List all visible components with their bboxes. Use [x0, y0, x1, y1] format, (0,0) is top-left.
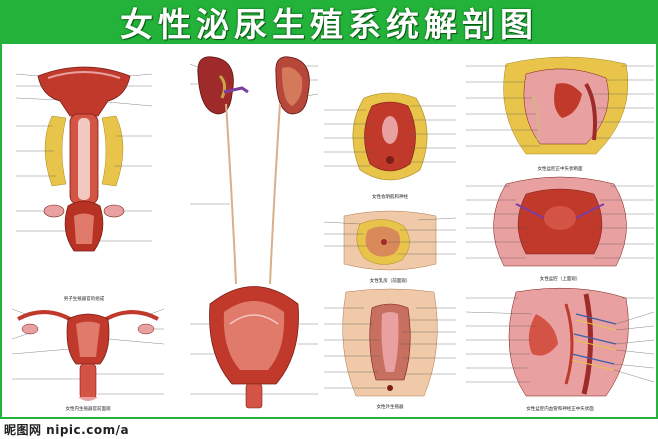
panel-male-reproductive: 男子生殖器官的组成	[8, 56, 160, 302]
caption-pelvis-vessels: 女性盆腔内血管和神经正中矢状面	[526, 407, 594, 412]
caption-pelvis-top: 女性盆腔（上面观）	[539, 277, 581, 282]
watermark-text: 昵图网 nipic.com/a	[4, 422, 130, 437]
panel-pelvis-top: 女性盆腔（上面观）	[466, 174, 654, 284]
pelvis-top-illustration	[466, 176, 654, 267]
perineum-muscles-illustration	[324, 92, 456, 181]
breast-illustration	[324, 210, 456, 271]
poster-body: 男子生殖器官的组成 女性内生殖器官前面观	[0, 44, 658, 419]
panel-breast: 女性乳房（前面观）	[324, 204, 456, 284]
female-internal-front-illustration	[11, 308, 165, 401]
pelvis-sagittal-illustration	[466, 56, 654, 155]
panel-pelvis-sagittal: 女性盆腔正中矢状断面	[466, 54, 654, 174]
external-genitalia-illustration	[324, 288, 456, 397]
panel-kidney-urinary	[190, 54, 318, 414]
poster-title: 女性泌尿生殖系统解剖图	[120, 5, 538, 44]
poster-header: 女性泌尿生殖系统解剖图	[0, 0, 658, 44]
panel-external-genitalia: 女性外生殖器	[324, 288, 456, 414]
kidney-urinary-illustration	[190, 56, 318, 409]
panel-perineum-muscles: 女性会阴肌和神经	[324, 90, 456, 200]
caption-perineum-muscles: 女性会阴肌和神经	[372, 195, 408, 200]
watermark: 昵图网 nipic.com/a	[4, 421, 129, 437]
caption-male-reproductive: 男子生殖器官的组成	[63, 297, 105, 302]
pelvis-vessels-illustration	[466, 287, 654, 397]
panel-pelvis-vessels: 女性盆腔内血管和神经正中矢状面	[466, 284, 654, 414]
male-reproductive-illustration	[15, 66, 153, 252]
panel-female-internal-front: 女性内生殖器官前面观	[8, 299, 168, 414]
caption-breast: 女性乳房（前面观）	[369, 279, 411, 284]
caption-external-genitalia: 女性外生殖器	[376, 405, 404, 410]
caption-pelvis-sagittal: 女性盆腔正中矢状断面	[537, 167, 583, 172]
poster-footer	[0, 419, 658, 439]
caption-female-internal-front: 女性内生殖器官前面观	[65, 407, 111, 412]
